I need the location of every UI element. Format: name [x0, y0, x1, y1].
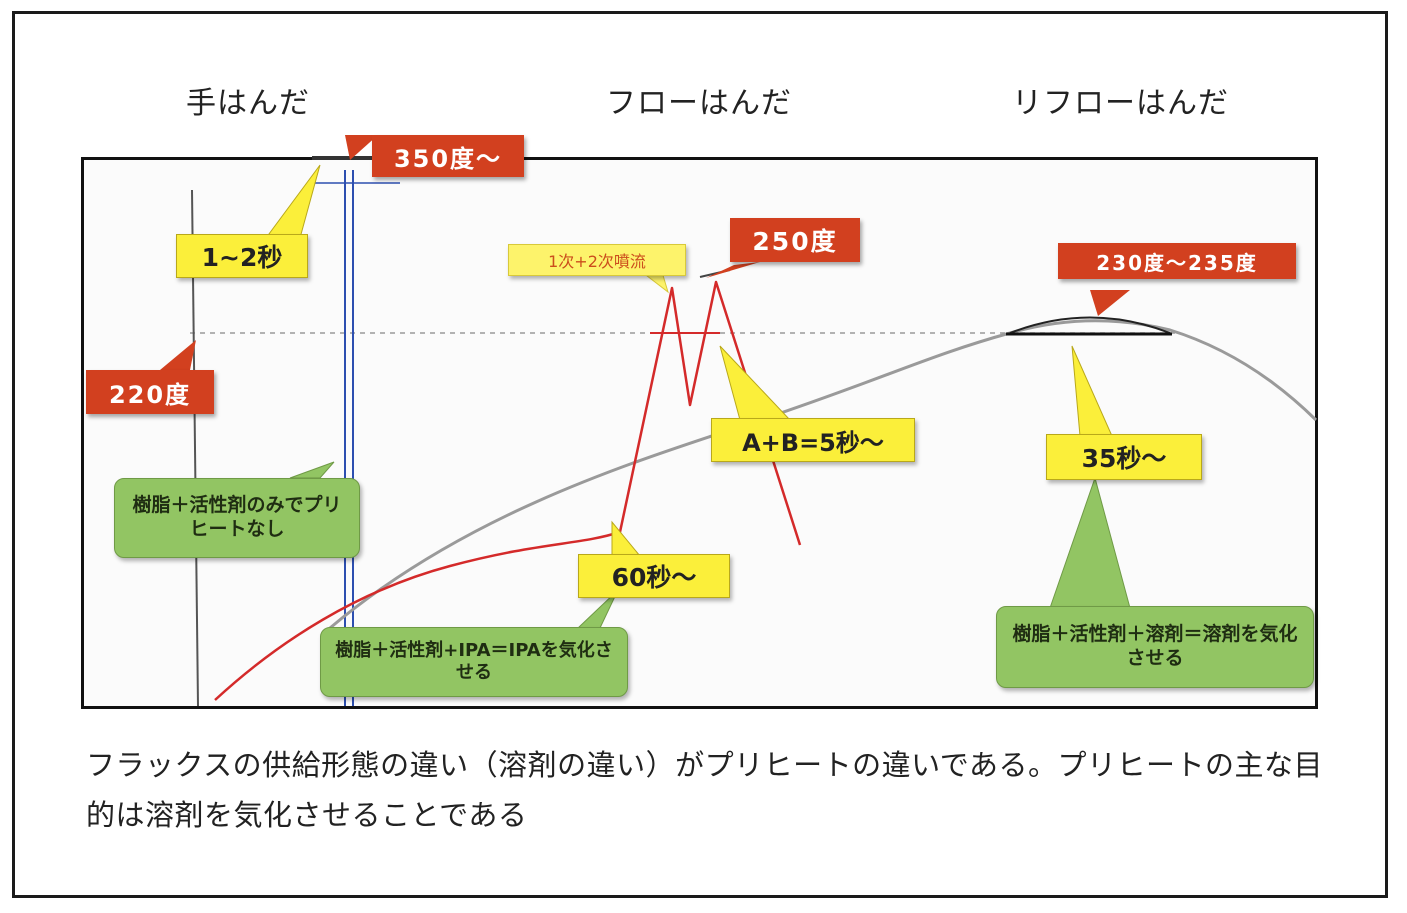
label-temp-250: 250度 — [730, 218, 860, 262]
pointer-hand-note — [289, 461, 335, 479]
label-time-1-2-sec: 1~2秒 — [176, 234, 308, 278]
label-time-35-sec: 35秒～ — [1046, 434, 1202, 480]
pointer-35 — [1071, 345, 1113, 437]
reflow-profile-curve — [329, 319, 1318, 630]
note-hand-soldering: 樹脂＋活性剤のみでプリヒートなし — [114, 478, 360, 558]
pointer-250 — [706, 262, 760, 278]
note-flow-soldering: 樹脂＋活性剤+IPA＝IPAを気化させる — [320, 627, 628, 697]
pointer-350 — [345, 135, 378, 160]
note-reflow-soldering: 樹脂＋活性剤＋溶剤＝溶剤を気化させる — [996, 606, 1314, 688]
pointer-230 — [1090, 290, 1130, 316]
heading-flow-soldering: フローはんだ — [606, 86, 792, 121]
label-time-60-sec: 60秒～ — [578, 554, 730, 598]
label-temp-350: 350度～ — [372, 135, 524, 177]
heading-hand-soldering: 手はんだ — [186, 86, 310, 121]
pointer-1-2sec — [265, 164, 321, 239]
label-temp-230-235: 230度～235度 — [1058, 243, 1296, 279]
label-temp-220: 220度 — [86, 370, 214, 414]
label-time-a-plus-b: A+B=5秒～ — [711, 418, 915, 462]
pointer-ab — [719, 345, 792, 421]
reflow-peak-arc — [1009, 316, 1171, 334]
pointer-reflow-note — [1049, 476, 1131, 609]
pointer-60 — [611, 520, 642, 557]
figure-caption: フラックスの供給形態の違い（溶剤の違い）がプリヒートの違いである。プリヒートの主… — [86, 748, 1323, 832]
heading-reflow-soldering: リフローはんだ — [1012, 86, 1229, 121]
label-flow-jet: 1次+2次噴流 — [508, 244, 686, 276]
pointer-220 — [160, 340, 196, 370]
flow-profile-curve — [214, 280, 802, 701]
